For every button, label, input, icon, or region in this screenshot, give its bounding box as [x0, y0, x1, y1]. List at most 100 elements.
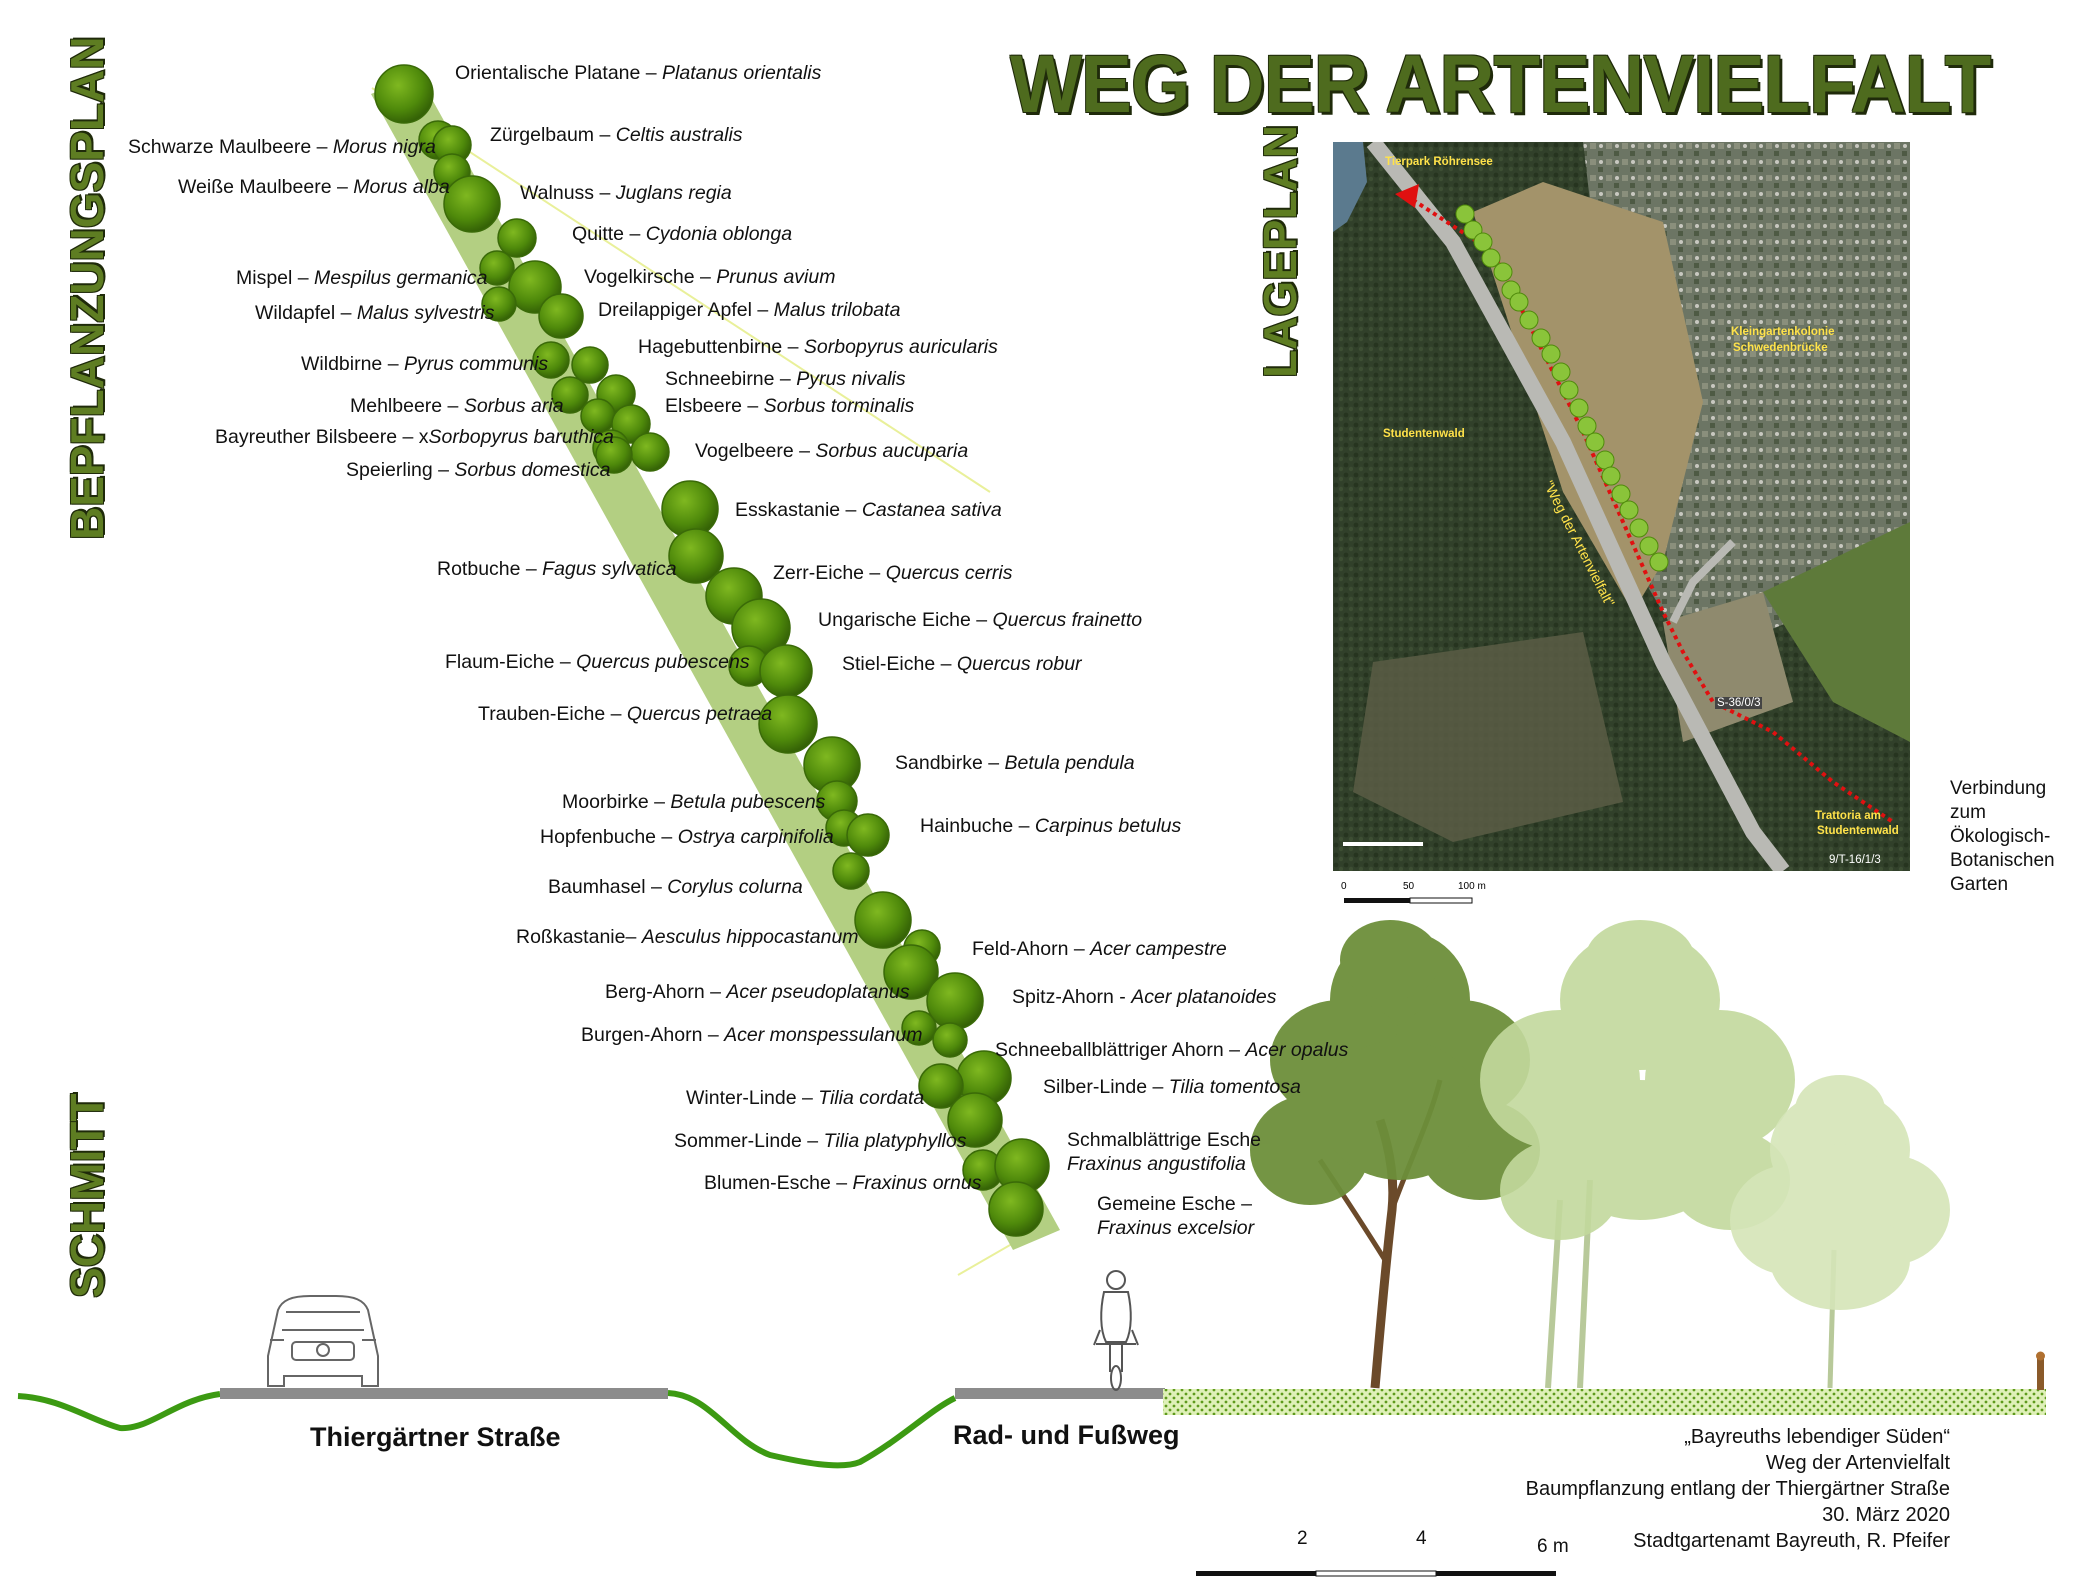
section-scale-bar: [1196, 1570, 1556, 1577]
species-label: Vogelbeere – Sorbus aucuparia: [695, 440, 969, 462]
tree-crown: [481, 286, 517, 322]
map-label-code-2: 9/T-16/1/3: [1829, 854, 1881, 866]
map-label-allotments-2: Schwedenbrücke: [1733, 342, 1828, 354]
grass-strip: [1163, 1389, 2046, 1415]
species-label: Wildbirne – Pyrus communis: [301, 353, 549, 375]
tree-crown: [854, 891, 912, 949]
road-surface: [220, 1388, 668, 1399]
post-cap: [2036, 1351, 2045, 1361]
section-tree-1: [1250, 920, 1540, 1389]
species-label: Burgen-Ahorn – Acer monspessulanum: [581, 1024, 923, 1046]
section-tree-3: [1730, 1075, 1950, 1389]
tree-crown: [926, 972, 984, 1030]
species-label: Trauben-Eiche – Quercus petraea: [478, 703, 773, 725]
tree-crown: [918, 1063, 964, 1109]
tree-crown: [846, 813, 890, 857]
species-label: Esskastanie – Castanea sativa: [735, 499, 1002, 521]
tree-crown: [901, 1010, 937, 1046]
section-scale-6: 6 m: [1537, 1536, 1569, 1557]
tree-crown: [374, 64, 434, 124]
bike-path-surface: [955, 1388, 1165, 1399]
map-tree: [1569, 398, 1589, 418]
ditch-left: [17, 1391, 221, 1432]
species-label: Schwarze Maulbeere – Morus nigra: [128, 136, 436, 158]
map-tree: [1481, 248, 1501, 268]
section-scale-2: 2: [1297, 1528, 1308, 1549]
species-label: Rotbuche – Fagus sylvatica: [437, 558, 677, 580]
section-tree-2: [1480, 920, 1795, 1389]
tree-crown: [538, 293, 584, 339]
map-tree: [1577, 416, 1597, 436]
map-scale-bar: [1344, 897, 1473, 904]
map-tree: [1493, 262, 1513, 282]
species-label: Gemeine Esche –Fraxinus excelsior: [1097, 1193, 1255, 1239]
map-label-code-1: S-36/0/3: [1715, 697, 1763, 709]
tree-crown: [758, 694, 818, 754]
tree-crown: [497, 218, 537, 258]
map-label-zoo: Tierpark Röhrensee: [1385, 156, 1493, 168]
tree-crown: [443, 175, 501, 233]
species-label: Roßkastanie– Aesculus hippocastanum: [516, 926, 859, 948]
tree-crown: [479, 250, 515, 286]
map-tree: [1455, 204, 1475, 224]
map-tree: [1639, 536, 1659, 556]
species-label: Orientalische Platane – Platanus orienta…: [455, 62, 822, 84]
species-label: Ungarische Eiche – Quercus frainetto: [818, 609, 1143, 631]
species-label: Walnuss – Juglans regia: [520, 182, 732, 204]
map-tree: [1629, 518, 1649, 538]
cross-section: [17, 920, 2046, 1577]
species-label: Feld-Ahorn – Acer campestre: [972, 938, 1227, 960]
map-label-forest: Studentenwald: [1383, 428, 1465, 440]
species-label: Wildapfel – Malus sylvestris: [255, 302, 495, 324]
species-label: Mispel – Mespilus germanica: [236, 267, 488, 289]
tree-crown: [551, 376, 589, 414]
bike-path-label: Rad- und Fußweg: [953, 1420, 1180, 1450]
tree-crown: [532, 341, 570, 379]
ditch-middle: [667, 1390, 957, 1469]
species-label: Elsbeere – Sorbus torminalis: [665, 395, 915, 417]
species-label: Schneeballblättriger Ahorn – Acer opalus: [995, 1039, 1349, 1061]
species-label: Stiel-Eiche – Quercus robur: [842, 653, 1082, 675]
species-label: Zerr-Eiche – Quercus cerris: [773, 562, 1013, 584]
tree-crown: [668, 528, 724, 584]
map-tree: [1611, 484, 1631, 504]
species-label: Speierling – Sorbus domestica: [346, 459, 611, 481]
map-label-trattoria-1: Trattoria am: [1815, 810, 1881, 822]
species-label: Bayreuther Bilsbeere – xSorbopyrus barut…: [215, 426, 614, 448]
species-label: Sandbirke – Betula pendula: [895, 752, 1135, 774]
map-drawing: [1333, 142, 1910, 871]
footer-credits: „Bayreuths lebendiger Süden“ Weg der Art…: [1525, 1426, 1950, 1552]
map-tree: [1601, 466, 1621, 486]
map-tree: [1541, 344, 1561, 364]
map-tree: [1649, 552, 1669, 572]
guide-line: [371, 87, 991, 493]
tree-crown: [661, 480, 719, 538]
tree-dots: [374, 64, 1050, 1237]
species-label: Sommer-Linde – Tilia platyphyllos: [674, 1130, 967, 1152]
page-title: WEG DER ARTENVIELFALT: [1010, 39, 1991, 130]
map-tree: [1595, 450, 1615, 470]
species-label: Moorbirke – Betula pubescens: [562, 791, 826, 813]
car-icon: [267, 1295, 379, 1387]
species-label: Baumhasel – Corylus colurna: [548, 876, 803, 898]
tree-crown: [947, 1092, 1003, 1148]
road-label: Thiergärtner Straße: [310, 1422, 561, 1452]
map-scale-100: 100 m: [1458, 881, 1486, 892]
species-label: Blumen-Esche – Fraxinus ornus: [704, 1172, 982, 1194]
tree-crown: [832, 852, 870, 890]
tree-crown: [988, 1181, 1044, 1237]
tree-crown: [759, 644, 813, 698]
map-tree: [1531, 328, 1551, 348]
species-label: Winter-Linde – Tilia cordata: [686, 1087, 925, 1109]
species-label: Hagebuttenbirne – Sorbopyrus auricularis: [638, 336, 998, 358]
cyclist-icon: [1093, 1270, 1139, 1391]
species-label: Flaum-Eiche – Quercus pubescens: [445, 651, 750, 673]
map-scale-50: 50: [1403, 881, 1415, 892]
map-scale-0: 0: [1341, 881, 1347, 892]
species-label: Quitte – Cydonia oblonga: [572, 223, 793, 245]
map-tree: [1519, 310, 1539, 330]
map-tree: [1509, 292, 1529, 312]
tree-crown: [571, 346, 609, 384]
